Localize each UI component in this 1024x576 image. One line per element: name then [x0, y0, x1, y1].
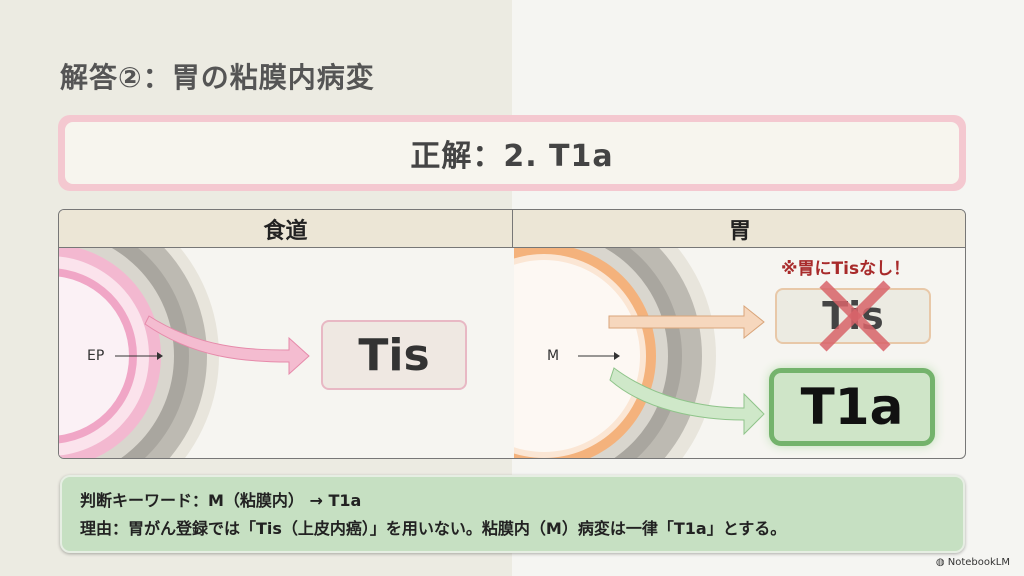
esophagus-diagram — [59, 248, 310, 458]
m-pointer-arrow — [578, 352, 620, 360]
ep-pointer-arrow — [115, 352, 163, 360]
keyword-line: 判断キーワード：M（粘膜内） → T1a — [80, 491, 362, 510]
m-label: M — [547, 348, 560, 364]
ep-label: EP — [87, 348, 105, 364]
arrow-to-t1a — [609, 367, 765, 436]
answer-text: 正解：2. T1a — [65, 122, 959, 184]
key-points-box: 判断キーワード：M（粘膜内） → T1a 理由：胃がん登録では「Tis（上皮内癌… — [60, 475, 965, 553]
notebooklm-logo: ◍ NotebookLM — [936, 557, 1010, 568]
notebooklm-icon: ◍ — [935, 557, 948, 568]
brand-label: NotebookLM — [947, 557, 1010, 568]
slide-title: 解答②：胃の粘膜内病変 — [60, 61, 375, 94]
cross-icon — [819, 280, 891, 352]
esophagus-wall — [59, 248, 219, 458]
comparison-panels: 食道 胃 EP Tis M ※胃にTisなし！ Tis T1a — [58, 209, 966, 459]
reason-line: 理由：胃がん登録では「Tis（上皮内癌）」を用いない。粘膜内（M）病変は一律「T… — [80, 519, 787, 538]
t1a-result-box: T1a — [769, 368, 935, 446]
tis-result-box: Tis — [321, 320, 467, 390]
arrow-to-tis-stomach — [608, 304, 765, 340]
esophagus-header: 食道 — [59, 210, 513, 248]
no-tis-note: ※胃にTisなし！ — [781, 259, 911, 279]
stomach-header: 胃 — [513, 210, 965, 248]
answer-box: 正解：2. T1a — [58, 115, 966, 191]
arrow-to-tis — [144, 315, 310, 376]
stomach-diagram — [514, 248, 765, 458]
